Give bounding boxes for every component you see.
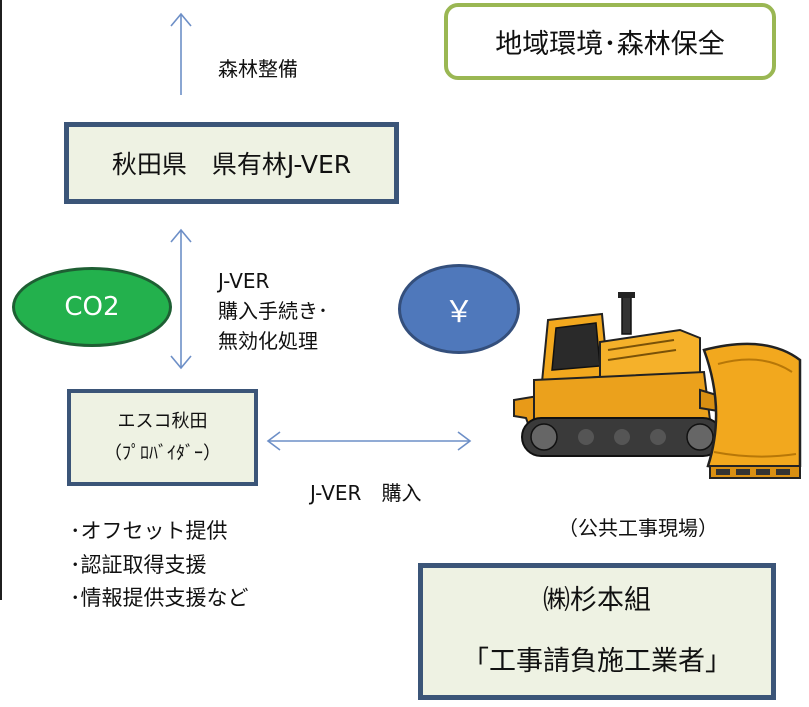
sugimoto-gumi-box: ㈱杉本組 「工事請負施工業者」: [418, 563, 776, 700]
co2-circle: CO2: [12, 267, 172, 347]
double-arrow-vertical: [170, 228, 192, 370]
forest-maintenance-label: 森林整備: [218, 57, 298, 81]
purchase-line-2: 購入手続き･: [218, 299, 328, 323]
company-role: 「工事請負施工業者」: [462, 645, 732, 677]
jver-purchase-label: J-VER 購入: [310, 481, 422, 505]
yen-text: ￥: [444, 295, 474, 330]
company-name: ㈱杉本組: [543, 584, 651, 616]
prefecture-jver-text: 秋田県 県有林J-VER: [111, 150, 352, 179]
esco-name: エスコ秋田: [117, 411, 208, 432]
prefecture-jver-box: 秋田県 県有林J-VER: [64, 122, 399, 204]
esco-akita-box: エスコ秋田 （ﾌﾟﾛﾊﾞｲﾀﾞｰ）: [67, 389, 258, 486]
up-arrow-forest: [170, 12, 192, 95]
region-forest-box: 地域環境･森林保全: [444, 3, 776, 80]
service-item: ･情報提供支援など: [70, 586, 249, 611]
bulldozer-icon: [513, 292, 802, 479]
region-forest-text: 地域環境･森林保全: [495, 29, 725, 60]
service-item: ･オフセット提供: [70, 519, 228, 543]
services-list: ･オフセット提供 ･認証取得支援 ･情報提供支援など: [70, 515, 249, 616]
left-edge-line: [0, 0, 2, 600]
public-works-site-label: （公共工事現場）: [558, 516, 718, 540]
yen-circle: ￥: [398, 264, 520, 354]
purchase-procedure-label: J-VER 購入手続き･ 無効化処理: [218, 266, 328, 356]
purchase-line-1: J-VER: [218, 269, 270, 293]
double-arrow-horizontal: [266, 431, 472, 451]
purchase-line-3: 無効化処理: [218, 329, 318, 353]
esco-role: （ﾌﾟﾛﾊﾞｲﾀﾞｰ）: [104, 442, 221, 464]
service-item: ･認証取得支援: [70, 552, 207, 577]
co2-text: CO2: [64, 292, 120, 322]
